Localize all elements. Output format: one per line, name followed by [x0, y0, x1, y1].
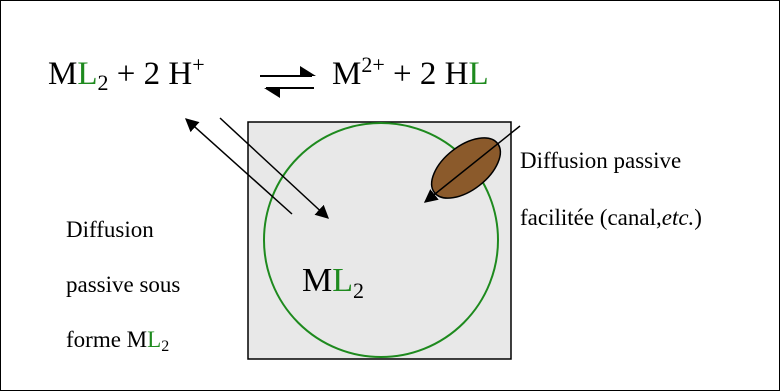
- left-caption-subscript: 2: [161, 338, 170, 355]
- cell-label-ligand: L: [332, 262, 354, 299]
- equilibrium-equation: ML2 + 2 H+: [48, 52, 205, 96]
- cell-complex-label: ML2: [302, 262, 364, 304]
- eq-right-ligand: L: [468, 56, 489, 92]
- right-caption-line1: Diffusion passive: [520, 148, 682, 173]
- right-caption-line2: facilitée (canal,etc.): [520, 205, 702, 231]
- eq-right-charge: 2+: [361, 52, 385, 77]
- left-caption-line3: forme ML2: [66, 327, 169, 356]
- right-caption-paren: ): [694, 205, 702, 230]
- diffusion-arrow-in: [219, 117, 329, 219]
- left-caption-ligand: L: [147, 327, 162, 352]
- equilibrium-arrows: [260, 66, 316, 98]
- left-caption-line1: Diffusion: [66, 217, 154, 242]
- right-caption-line2-text: facilitée (canal,: [520, 205, 662, 230]
- eq-right-metal: M: [332, 56, 362, 92]
- eq-left-subscript: 2: [97, 70, 109, 95]
- cell-label-m: M: [302, 262, 333, 299]
- right-caption-etc: etc.: [661, 205, 695, 230]
- cell-membrane-circle: [263, 122, 499, 358]
- cell-label-subscript: 2: [353, 278, 365, 303]
- eq-left-m: M: [48, 56, 78, 92]
- eq-right-proton: + 2 H: [384, 56, 469, 92]
- eq-left-ligand: L: [77, 56, 98, 92]
- diffusion-arrow-out: [184, 118, 293, 215]
- left-caption-line3-text: forme M: [66, 327, 148, 352]
- left-caption-line2: passive sous: [66, 272, 181, 297]
- equilibrium-equation-right: M2+ + 2 HL: [332, 52, 489, 93]
- eq-left-proton: + 2 H: [108, 56, 193, 92]
- facilitated-arrow: [423, 125, 521, 203]
- eq-left-charge: +: [192, 52, 205, 77]
